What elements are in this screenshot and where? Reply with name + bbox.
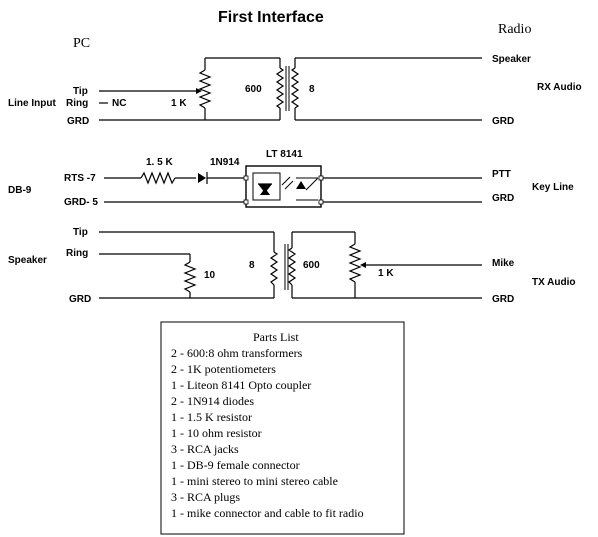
radio-header: Radio [498, 22, 531, 37]
tx-ring-label: Ring [66, 248, 88, 259]
opto-pin-4 [318, 199, 324, 205]
tx-grd-right-label: GRD [492, 294, 514, 305]
parts-list-item: 2 - 1K potentiometers [171, 362, 276, 376]
key-grd-right-label: GRD [492, 193, 514, 204]
rx-grd-right-label: GRD [492, 116, 514, 127]
tx-resistor-10 [183, 261, 197, 293]
tx-section-label: TX Audio [532, 277, 576, 288]
parts-list-item: 2 - 600:8 ohm transformers [171, 346, 303, 360]
rts-label: RTS -7 [64, 173, 96, 184]
parts-list-item: 1 - 10 ohm resistor [171, 426, 262, 440]
rx-speaker-label: Speaker [492, 54, 531, 65]
rx-grd-left-label: GRD [67, 116, 89, 127]
rx-potentiometer [198, 69, 212, 109]
tx-tip-label: Tip [73, 227, 88, 238]
rx-transformer-secondary [290, 67, 300, 109]
ptt-label: PTT [492, 169, 511, 180]
opto-pin-1 [243, 175, 249, 181]
resistor-1-5k [140, 171, 176, 185]
tx-grd-left-label: GRD [69, 294, 91, 305]
opto-light-ray-2 [284, 180, 294, 190]
parts-list-item: 1 - DB-9 female connector [171, 458, 300, 472]
parts-list-item: 1 - 1.5 K resistor [171, 410, 252, 424]
rx-section-label: RX Audio [537, 82, 582, 93]
opto-switch-arm [305, 177, 319, 191]
parts-list-item: 1 - mini stereo to mini stereo cable [171, 474, 338, 488]
tx-secondary-label: 600 [303, 260, 320, 271]
parts-list-border [160, 321, 405, 535]
rx-tip-label: Tip [73, 86, 88, 97]
parts-list-item: 1 - Liteon 8141 Opto coupler [171, 378, 311, 392]
tx-audio-circuit [99, 231, 482, 299]
opto-light-ray-1 [281, 176, 291, 186]
parts-list-heading: Parts List [253, 330, 299, 344]
diode-1n914 [198, 173, 206, 183]
tx-potentiometer [348, 243, 362, 283]
rx-pot-label: 1 K [171, 98, 187, 109]
diagram-title: First Interface [218, 9, 324, 26]
rx-ring-label: Ring [66, 98, 88, 109]
rx-wiper-arrow [196, 88, 202, 94]
opto-led-2 [260, 188, 270, 195]
grd5-label: GRD- 5 [64, 197, 98, 208]
parts-list-item: 2 - 1N914 diodes [171, 394, 254, 408]
parts-list-item: 3 - RCA jacks [171, 442, 239, 456]
rx-line-input-label: Line Input [8, 98, 56, 109]
tx-resistor-label: 10 [204, 270, 216, 281]
rx-secondary-label: 8 [309, 84, 315, 95]
diode-label: 1N914 [210, 157, 240, 168]
rx-nc-label: NC [112, 98, 126, 109]
parts-list-item: 3 - RCA plugs [171, 490, 240, 504]
opto-led-box [252, 172, 281, 201]
rx-primary-label: 600 [245, 84, 262, 95]
parts-list-item: 1 - mike connector and cable to fit radi… [171, 506, 364, 520]
opto-pin-3 [318, 175, 324, 181]
rx-audio-circuit [99, 57, 482, 121]
tx-speaker-label: Speaker [8, 255, 47, 266]
opto-label: LT 8141 [266, 149, 303, 160]
tx-transformer-secondary [287, 247, 297, 286]
key-line-section-label: Key Line [532, 182, 574, 193]
opto-pin-2 [243, 199, 249, 205]
resistor-label: 1. 5 K [146, 157, 173, 168]
tx-mike-label: Mike [492, 258, 515, 269]
tx-transformer-primary [269, 251, 279, 286]
opto-output-device [296, 181, 306, 189]
tx-wiper-arrow [360, 262, 366, 268]
tx-primary-label: 8 [249, 260, 255, 271]
pc-header: PC [73, 36, 90, 51]
key-line-circuit [104, 165, 482, 208]
tx-pot-label: 1 K [378, 268, 394, 279]
db9-label: DB-9 [8, 185, 32, 196]
rx-transformer-primary [275, 67, 285, 109]
parts-list-box: Parts List 2 - 600:8 ohm transformers 2 … [160, 321, 405, 535]
